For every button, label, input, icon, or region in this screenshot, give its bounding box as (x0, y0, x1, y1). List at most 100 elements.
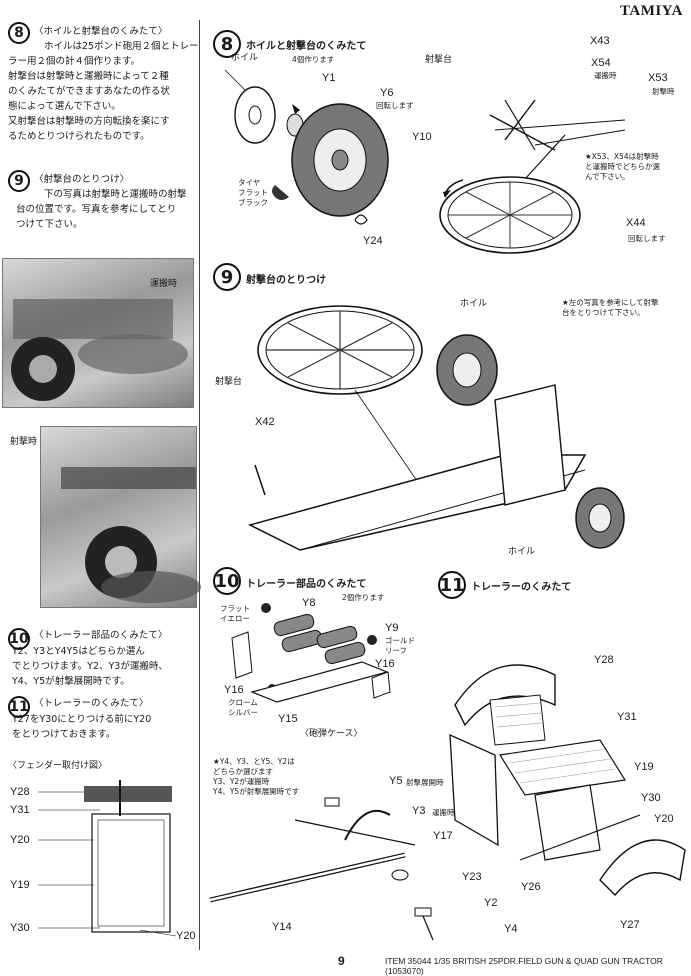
x53-x54-choose-note: ★X53、X54は射撃時 と運搬時でどちらか選 んで下さい。 (585, 152, 660, 182)
note-line: ゴールド (385, 636, 415, 645)
lower-choice-note: ★Y4、Y3、とY5、Y2は どちらか選びます Y3、Y2が運搬時 Y4、Y5が… (213, 757, 299, 797)
part-y19: Y19 (634, 761, 654, 773)
fender-part-y20: Y20 (10, 834, 30, 846)
note-line: Y4、Y5が射撃展開時です (213, 787, 300, 796)
x54-note: 運搬時 (594, 71, 617, 80)
note-line: ブラック (238, 198, 268, 207)
chrome-silver-note: クローム シルバー (228, 698, 258, 718)
part-y6: Y6 (380, 87, 394, 99)
part-y2: Y2 (484, 897, 498, 909)
text-line: 下の写真は射撃時と運搬時の射撃 (44, 189, 187, 200)
fender-part-y28: Y28 (10, 786, 30, 798)
tire-color-note: タイヤ フラット ブラック (238, 178, 268, 208)
note-line: タイヤ (238, 178, 261, 187)
gold-leaf-note: ゴールド リーフ (385, 636, 415, 656)
page-number: 9 (338, 954, 345, 968)
note-line: ★Y4、Y3、とY5、Y2は (213, 757, 295, 766)
part-y8: Y8 (302, 597, 316, 609)
step10-assembly-drawing (231, 603, 391, 703)
part-x54: X54 (591, 57, 611, 69)
fender-diagram-title: 〈フェンダー取付け図〉 (8, 761, 108, 771)
step9-wheel-label: ホイル (460, 299, 488, 309)
shell-case-caption: 〈砲弾ケース〉 (300, 729, 363, 739)
photo1-label: 運搬時 (150, 279, 178, 289)
text-line: 台の位置です。写真を参考にしてとり (16, 204, 177, 215)
x53-note: 射撃時 (652, 87, 675, 96)
step-badge-9-right: 9 (213, 263, 241, 291)
step9-title: 射撃台のとりつけ (246, 275, 327, 286)
step9-note: ★左の写真を参考にして射撃 台をとりつけて下さい。 (562, 298, 659, 318)
part-y3: Y3 (412, 805, 426, 817)
fender-part-y30: Y30 (10, 922, 30, 934)
column-divider (199, 20, 200, 950)
step8-title: ホイルと射撃台のくみたて (246, 41, 367, 52)
step9-wheel2-label: ホイル (508, 547, 536, 557)
note-line: クローム (228, 698, 258, 707)
y5-note: 射撃展開時 (406, 778, 444, 787)
gun-photo-illustration (61, 467, 201, 603)
text-line: 又射撃台は射撃時の方向転換を楽にす (8, 116, 170, 127)
wheel-label: ホイル (231, 53, 259, 63)
gun-photo-illustration (11, 299, 188, 401)
step-badge-10-right: 10 (213, 567, 241, 595)
part-x53: X53 (648, 72, 668, 84)
text-line: Y4、Y5が射撃展開時です。 (12, 676, 130, 687)
fender-diagram: Y28 Y31 Y20 Y19 Y30 Y20 (0, 780, 198, 950)
step-badge-9: 9 (8, 170, 30, 192)
note-line: シルバー (228, 708, 258, 717)
part-y16-right: Y16 (375, 658, 395, 670)
part-y4: Y4 (504, 923, 518, 935)
part-x43: X43 (590, 35, 610, 47)
step9-platform-label: 射撃台 (215, 377, 243, 387)
part-y15: Y15 (278, 713, 298, 725)
step-badge-8-right: 8 (213, 30, 241, 58)
part-y26: Y26 (521, 881, 541, 893)
y6-note: 回転します (376, 101, 414, 110)
part-y31: Y31 (617, 711, 637, 723)
step11-assembly-drawing (449, 664, 686, 897)
part-y23: Y23 (462, 871, 482, 883)
text-line: のくみたてができますあなたの作る状 (8, 86, 170, 97)
step10-title: トレーラー部品のくみたて (246, 579, 367, 590)
note-line: リーフ (385, 646, 408, 655)
part-y1: Y1 (322, 72, 336, 84)
part-y28: Y28 (594, 654, 614, 666)
fender-drawing (38, 780, 177, 937)
step-badge-8: 8 (8, 22, 30, 44)
note-line: イエロー (220, 614, 250, 623)
text-line: 〈トレーラーのくみたて〉 (34, 698, 149, 709)
part-y20: Y20 (654, 813, 674, 825)
step8-assembly-drawing (224, 69, 626, 254)
step-badge-11: 11 (8, 696, 30, 718)
part-y16-left: Y16 (224, 684, 244, 696)
text-line: Y2、Y3とY4Y5はどちらか選ん (12, 646, 145, 657)
text-line: つけて下さい。 (16, 219, 83, 230)
text-line: をとりつけておきます。 (12, 729, 116, 740)
part-x42: X42 (255, 416, 275, 428)
fender-part-y31: Y31 (10, 804, 30, 816)
text-line: 射撃台は射撃時と運搬時によって２種 (8, 71, 169, 82)
part-y30: Y30 (641, 792, 661, 804)
item-footer: ITEM 35044 1/35 BRITISH 25PDR.FIELD GUN … (385, 956, 663, 976)
part-y9: Y9 (385, 622, 399, 634)
part-y17: Y17 (433, 830, 453, 842)
x44-note: 回転します (628, 234, 666, 243)
fender-part-y19: Y19 (10, 879, 30, 891)
text-line: ホイルは25ポンド砲用２個とトレー (44, 41, 199, 52)
wheel-qty: 4個作ります (292, 55, 335, 64)
text-line: るためとりつけられたものです。 (8, 131, 150, 142)
note-line: Y3、Y2が運搬時 (213, 777, 270, 786)
text-line: 〈射撃台のとりつけ〉 (34, 174, 130, 185)
note-line: どちらか選びます (213, 767, 273, 776)
note-line: んで下さい。 (585, 172, 630, 181)
text-line: 態によって選んで下さい。 (8, 101, 121, 112)
step10-qty: 2個作ります (342, 593, 385, 602)
note-line: フラット (220, 604, 250, 613)
step9-assembly-drawing (247, 305, 625, 551)
part-x44: X44 (626, 217, 646, 229)
flat-yellow-note: フラット イエロー (220, 604, 250, 624)
y3-note: 運搬時 (432, 808, 455, 817)
note-line: 台をとりつけて下さい。 (562, 308, 645, 317)
text-line: Y27をY30にとりつける前にY20 (12, 714, 152, 725)
text-line: ラー用２個の計４個作ります。 (8, 56, 141, 67)
